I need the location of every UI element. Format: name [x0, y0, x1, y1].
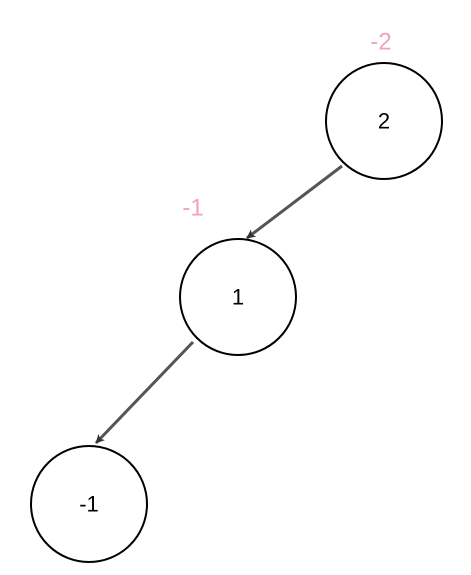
tree-node: 1 -1: [179, 195, 297, 356]
balance-factor-label: -2: [370, 29, 391, 56]
node-value: 2: [378, 109, 390, 134]
balance-factor-label: -1: [182, 195, 203, 222]
node-circle: [179, 238, 297, 356]
node-circle: [325, 62, 443, 180]
tree-node: -1: [30, 445, 148, 563]
tree-node: 2 -2: [325, 29, 443, 180]
edge-1-to-minus1: [94, 340, 195, 445]
node-circle: [30, 445, 148, 563]
edge-2-to-1: [246, 164, 343, 240]
node-value: -1: [79, 492, 99, 517]
node-value: 1: [232, 285, 244, 310]
